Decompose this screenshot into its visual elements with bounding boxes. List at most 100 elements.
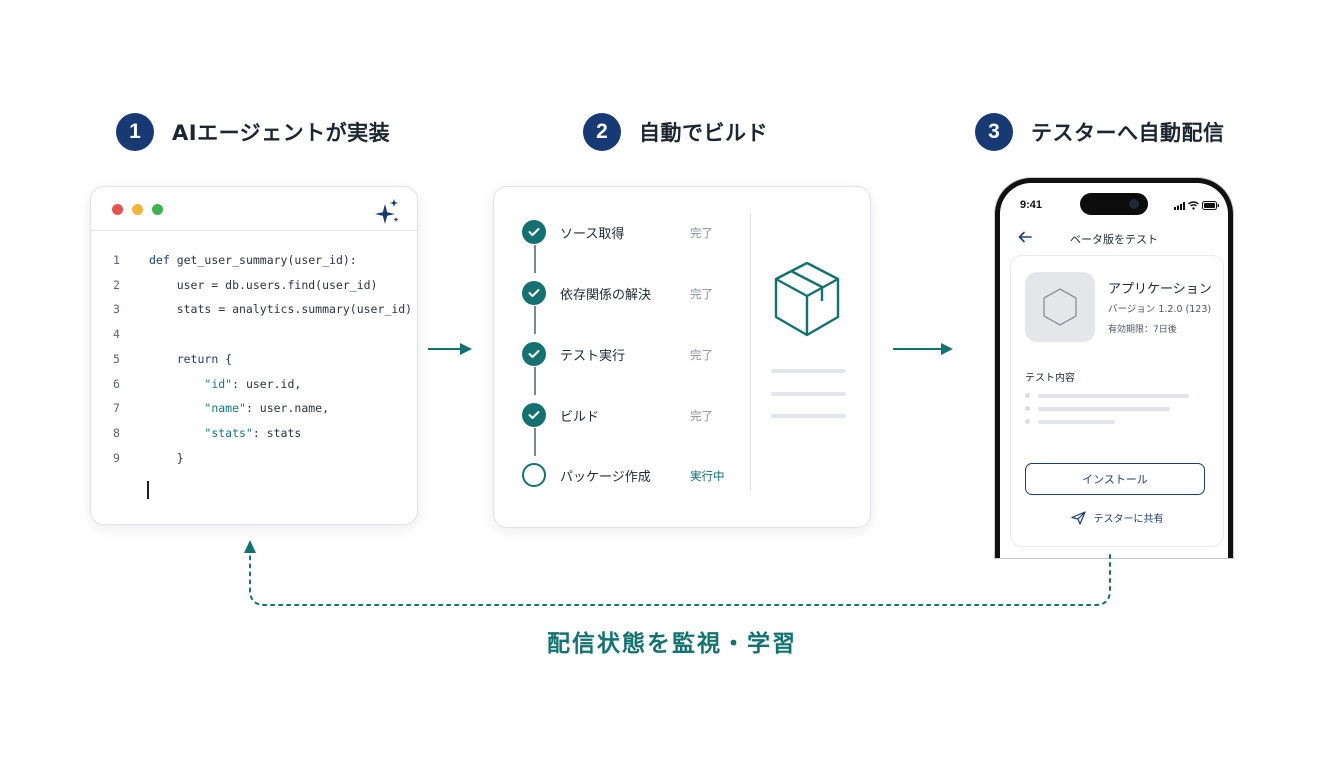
pipeline-step-source: ソース取得 [522,220,624,244]
step-number-badge: 2 [583,113,621,151]
screen-title: ベータ版をテスト [1070,233,1158,246]
line-code: user = db.users.find(user_id) [149,277,378,292]
pipeline-step-status: 完了 [690,287,713,301]
step-number-badge: 1 [116,113,154,151]
list-bullet [1025,406,1030,411]
line-number: 1 [113,253,120,267]
beta-app-card: アプリケーション バージョン 1.2.0 (123) 有効期限：7日後 テスト内… [1010,255,1224,547]
code-text [149,426,204,440]
pipeline-step-label: 依存関係の解決 [560,287,652,303]
line-code: "name": user.name, [149,401,329,415]
step-number-badge: 3 [975,113,1013,151]
window-maximize-dot[interactable] [152,204,163,215]
wifi-icon [1188,201,1199,210]
window-minimize-dot[interactable] [132,204,143,215]
line-number: 2 [113,277,120,292]
line-number: 3 [113,302,120,317]
step-title: 自動でビルド [639,121,768,145]
step-1-heading: 1 AIエージェントが実装 [116,113,390,151]
line-number: 6 [113,376,120,391]
feedback-loop-label: 配信状態を監視・学習 [547,631,797,657]
placeholder-line [771,414,846,418]
dynamic-island [1080,193,1148,215]
line-code: "stats": stats [149,426,301,440]
phone-mockup: 9:41 ベータ版をテスト アプリケーション バージョン 1.2.0 (123)… [995,178,1233,558]
pipeline-connector [534,306,536,334]
code-string: "stats" [204,425,253,440]
sparkle-icon [375,199,399,224]
app-icon [1025,272,1095,342]
line-number: 4 [113,327,120,342]
placeholder-line [1038,420,1115,424]
install-button[interactable]: インストール [1025,463,1205,495]
pipeline-step-package: パッケージ作成 [522,463,651,487]
code-text: : user.id, [232,376,302,391]
line-code: "id": user.id, [149,377,301,391]
pipeline-step-status: 完了 [690,348,713,362]
pipeline-step-label: ビルド [560,409,600,425]
app-version: バージョン 1.2.0 (123) [1108,304,1212,315]
line-number: 9 [113,450,120,465]
editor-titlebar [91,187,417,231]
battery-icon [1202,201,1219,210]
pipeline-step-tests: テスト実行 [522,342,625,366]
placeholder-line [771,392,846,396]
pipeline-step-build: ビルド [522,403,599,427]
check-circle-icon [522,281,546,305]
line-code: stats = analytics.summary(user_id) [149,302,412,316]
build-pipeline-panel: ソース取得 完了 依存関係の解決 完了 テスト実行 完了 ビルド 完了 パッケー… [493,186,871,528]
pipeline-step-status: 完了 [690,409,713,423]
code-text: } [149,450,184,465]
code-text: : stats [252,425,302,440]
pipeline-connector [534,367,536,395]
step-3-heading: 3 テスターへ自動配信 [975,113,1225,151]
window-close-dot[interactable] [112,204,123,215]
code-text [149,377,204,391]
step-title: テスターへ自動配信 [1031,121,1225,145]
panel-divider [750,213,751,491]
code-text: stats = analytics.summary(user_id) [149,302,413,317]
code-text: user = db.users.find(user_id) [149,277,378,292]
line-number: 8 [113,425,120,440]
code-text [149,401,204,415]
cellular-signal-icon [1174,202,1185,210]
pipeline-step-dependencies: 依存関係の解決 [522,281,651,305]
placeholder-line [771,369,846,373]
pipeline-connector [534,245,536,273]
text-cursor [147,481,149,499]
pipeline-step-label: ソース取得 [560,226,625,242]
placeholder-line [1038,394,1189,398]
feedback-loop-arrow [244,540,1111,606]
code-text: : user.name, [245,401,330,416]
send-icon [1070,510,1086,525]
pending-circle-icon [522,463,546,487]
share-with-testers-link[interactable]: テスターに共有 [1011,510,1223,525]
share-label: テスターに共有 [1093,514,1164,525]
code-keyword: return [176,351,219,366]
line-code: return { [149,352,232,366]
step-2-heading: 2 自動でビルド [583,113,768,151]
code-keyword: def [149,253,170,267]
app-expiry: 有効期限：7日後 [1108,325,1177,335]
flow-arrow-2 [893,343,953,355]
code-string: "id" [204,376,233,391]
app-name: アプリケーション [1108,282,1212,297]
line-code: } [149,451,184,465]
list-bullet [1025,419,1030,424]
pipeline-connector [534,428,536,456]
pipeline-step-status: 完了 [690,226,713,240]
package-box-icon [774,261,840,337]
back-arrow-icon[interactable] [1018,231,1032,243]
check-circle-icon [522,342,546,366]
code-text: { [218,351,233,366]
pipeline-step-status: 実行中 [690,469,725,483]
line-number: 7 [113,401,120,416]
list-bullet [1025,393,1030,398]
step-title: AIエージェントが実装 [172,121,391,145]
hexagon-icon [1043,288,1077,326]
pipeline-step-label: パッケージ作成 [560,469,651,485]
status-time: 9:41 [1020,199,1043,211]
test-contents-label: テスト内容 [1025,373,1075,384]
code-string: "name" [204,401,246,416]
